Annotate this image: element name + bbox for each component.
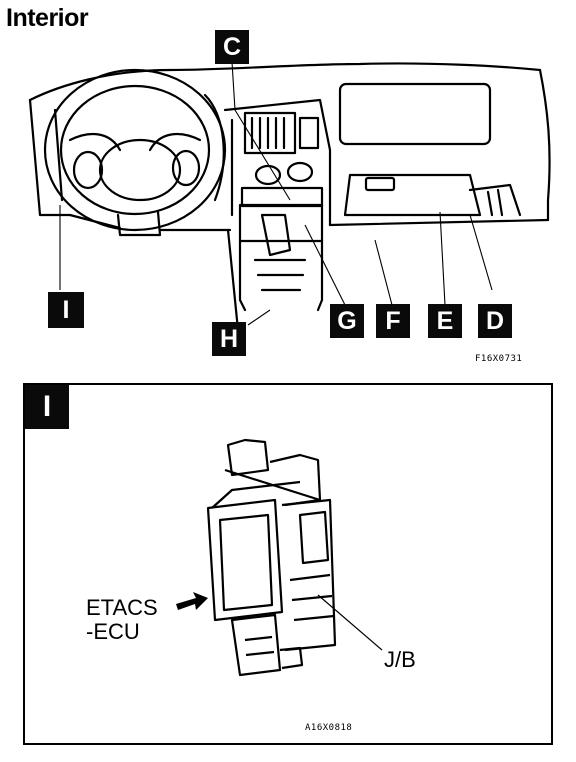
jb-label: J/B [384, 647, 416, 672]
callout-f: F [376, 304, 410, 338]
callout-h: H [212, 322, 246, 356]
callout-c: C [215, 30, 249, 64]
etacs-ecu-label-line1: ETACS [86, 595, 158, 620]
detail-panel-tag: I [25, 385, 69, 429]
callout-i: I [48, 292, 84, 328]
dashboard-illustration [28, 61, 551, 332]
callout-e: E [428, 304, 462, 338]
etacs-ecu-label-line2: -ECU [86, 619, 140, 644]
top-figure-code: F16X0731 [475, 354, 523, 364]
detail-figure-code: A16X0818 [305, 723, 353, 733]
detail-panel-i: I [23, 383, 553, 745]
callout-g: G [330, 304, 364, 338]
callout-d: D [478, 304, 512, 338]
etacs-arrow-icon [176, 592, 208, 610]
page-title: Interior [6, 4, 89, 32]
